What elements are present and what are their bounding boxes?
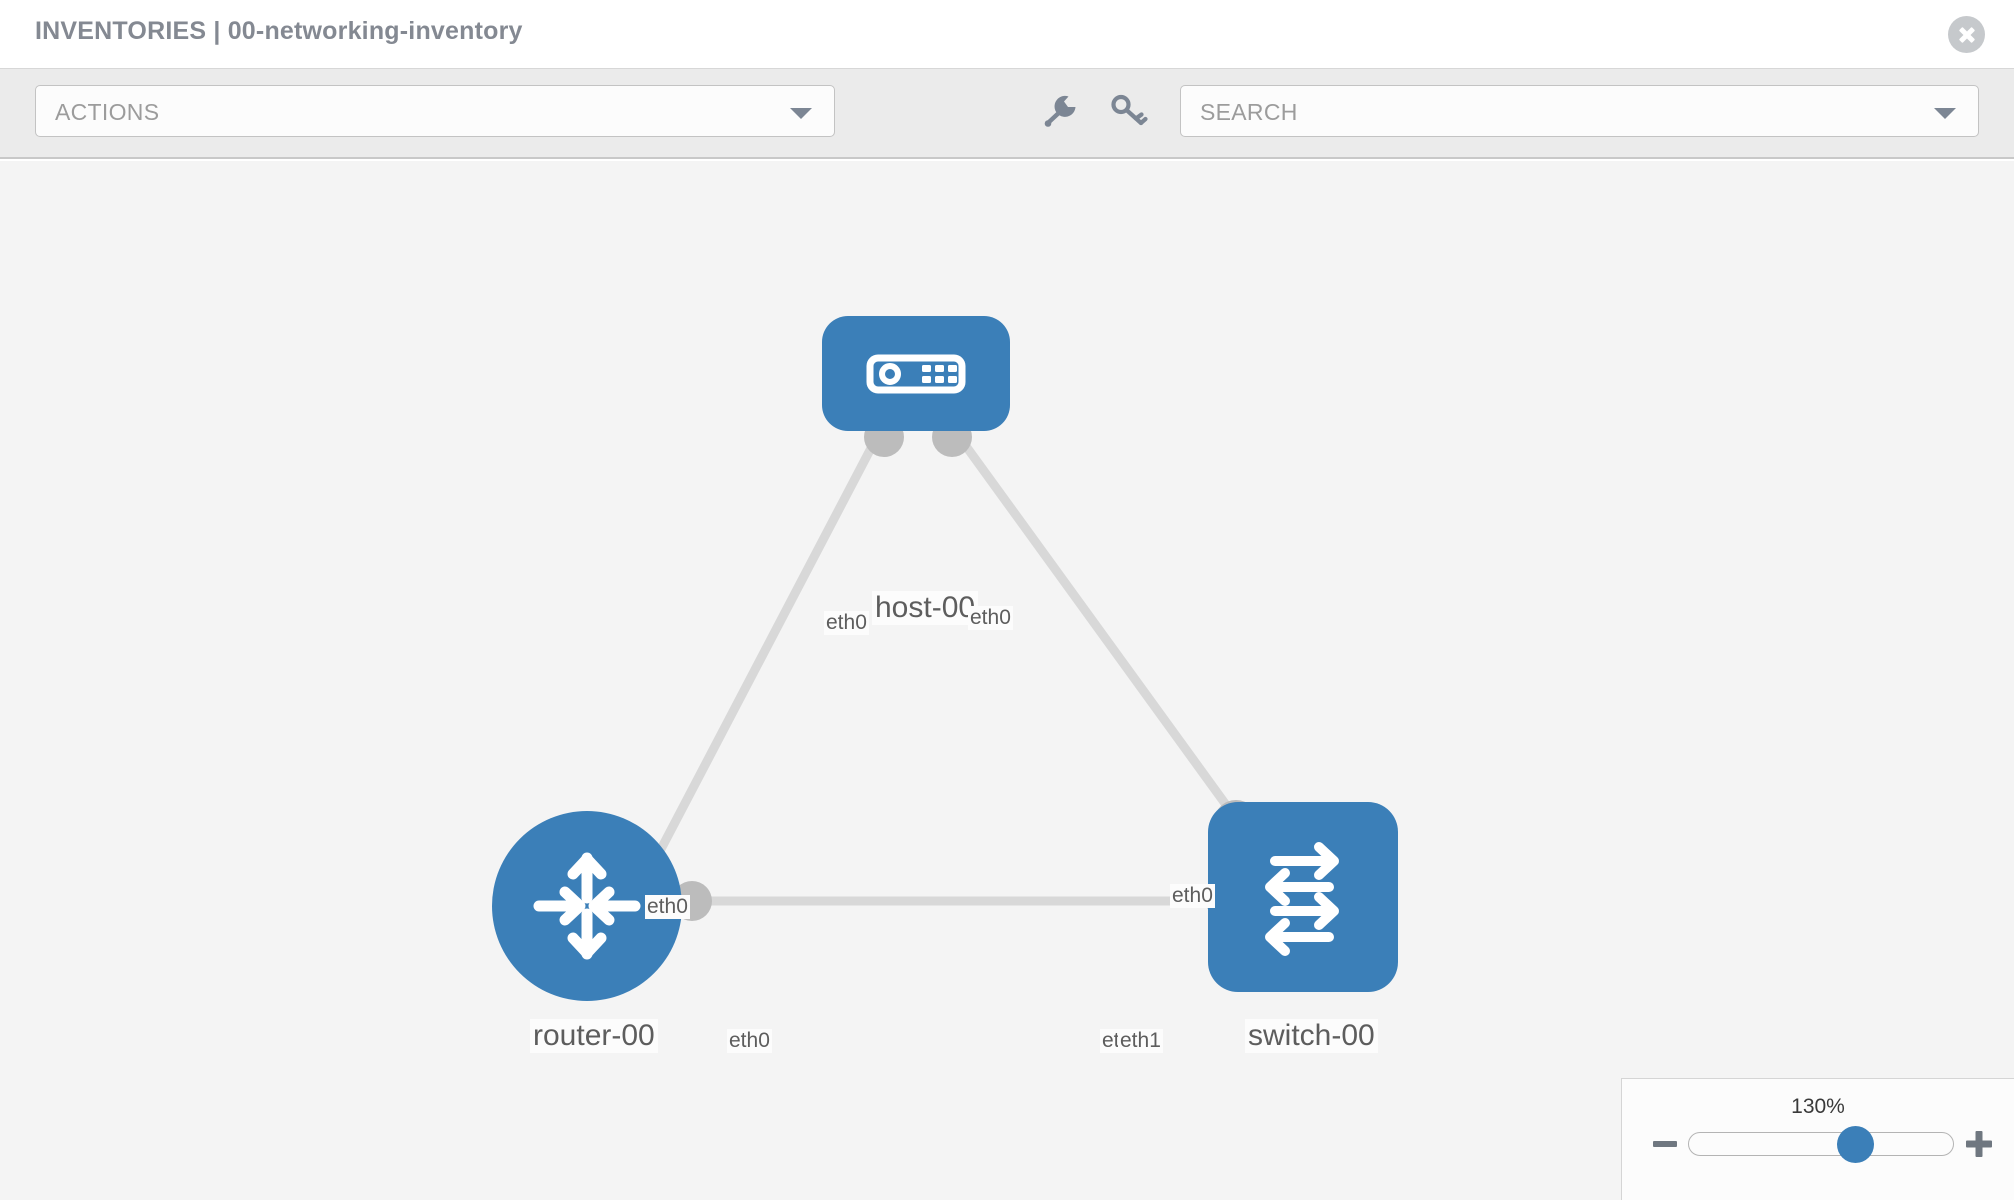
- edge-label-router-right: eth0: [727, 1029, 772, 1053]
- zoom-slider-thumb[interactable]: [1837, 1126, 1874, 1163]
- edge-label-host-left: eth0: [824, 611, 869, 635]
- edge-label-router-top: eth0: [645, 895, 690, 919]
- topology-links: [655, 417, 1258, 921]
- zoom-out-button[interactable]: [1648, 1127, 1682, 1161]
- topology-canvas[interactable]: host-00 router-00: [0, 161, 2014, 1200]
- node-switch-00[interactable]: [1208, 802, 1398, 992]
- node-label-switch-00: switch-00: [1245, 1019, 1378, 1053]
- page-title: INVENTORIES | 00-networking-inventory: [35, 17, 523, 45]
- actions-dropdown-label: ACTIONS: [55, 99, 160, 125]
- switch-icon: [1265, 842, 1339, 956]
- chevron-down-icon: [790, 108, 812, 119]
- page-header: INVENTORIES | 00-networking-inventory: [0, 0, 2014, 69]
- zoom-in-button[interactable]: [1962, 1127, 1996, 1161]
- search-placeholder: SEARCH: [1200, 99, 1298, 125]
- node-label-router-00: router-00: [530, 1019, 658, 1053]
- key-icon[interactable]: [1105, 88, 1151, 134]
- router-icon: [533, 852, 641, 960]
- wrench-icon[interactable]: [1038, 88, 1084, 134]
- actions-dropdown[interactable]: ACTIONS: [35, 85, 835, 137]
- search-chevron-down-icon[interactable]: [1934, 108, 1956, 119]
- close-icon[interactable]: [1948, 16, 1985, 53]
- node-label-host-00: host-00: [872, 591, 979, 625]
- server-icon: [866, 354, 966, 393]
- node-router-00[interactable]: [492, 811, 682, 1001]
- edge-label-switch-top: eth0: [1170, 884, 1215, 908]
- edge-label-host-right: eth0: [968, 606, 1013, 630]
- link-host-switch: [950, 426, 1250, 836]
- search-input[interactable]: SEARCH: [1180, 85, 1979, 137]
- zoom-level-value: 130%: [1791, 1095, 1845, 1118]
- link-host-router: [655, 426, 885, 856]
- zoom-slider-track[interactable]: [1688, 1126, 1954, 1163]
- zoom-control-panel: 130%: [1621, 1078, 2014, 1200]
- edge-label-switch-left-b: eth1: [1118, 1029, 1163, 1053]
- node-host-00[interactable]: [822, 316, 1010, 431]
